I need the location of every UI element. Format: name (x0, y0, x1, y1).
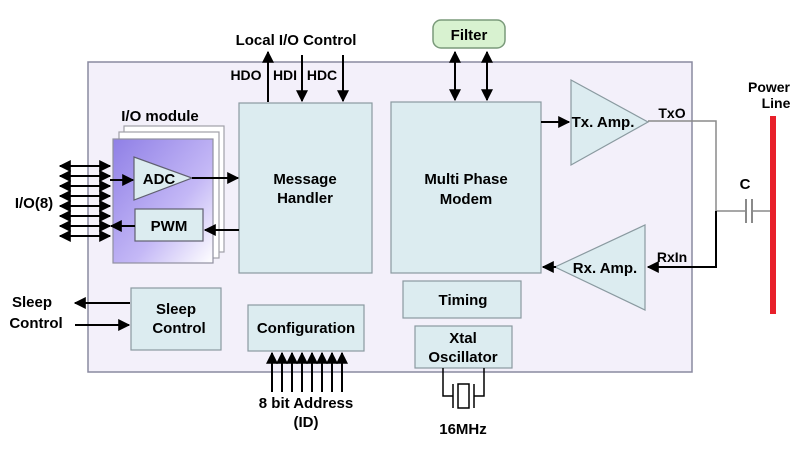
hdi-label: HDI (273, 67, 297, 83)
xtal-label-line1: Xtal (449, 330, 477, 347)
io-module (112, 138, 214, 264)
txo-label: TxO (658, 105, 685, 121)
configuration-label: Configuration (257, 320, 355, 337)
adc-label: ADC (143, 171, 176, 188)
hdc-label: HDC (307, 67, 337, 83)
filter-label: Filter (451, 27, 488, 44)
xtal-oscillator-block (414, 325, 513, 369)
rxin-label: RxIn (657, 249, 687, 265)
modem-label-line2: Modem (440, 191, 493, 208)
filter-box (432, 19, 506, 49)
tx-amp-block (570, 78, 650, 167)
timing-label: Timing (439, 292, 488, 309)
txo-line (648, 120, 746, 212)
sleep-control-label-line2: Control (152, 320, 205, 337)
rx-amp-label: Rx. Amp. (573, 260, 637, 277)
message-handler-label-line1: Message (273, 171, 336, 188)
modem-label-line1: Multi Phase (424, 171, 507, 188)
rx-amp-block (553, 224, 646, 311)
local-io-control-label: Local I/O Control (236, 32, 357, 49)
address-label-line2: (ID) (294, 414, 319, 431)
timing-block (402, 280, 522, 319)
xtal-label-line2: Oscillator (428, 349, 497, 366)
address-bus (266, 351, 348, 392)
sleep-control-ext-label-line1: Sleep (12, 294, 52, 311)
pwm-label: PWM (151, 218, 188, 235)
power-line-label-line1: Power (748, 79, 791, 95)
message-handler-label-line2: Handler (277, 190, 333, 207)
io8-bus (58, 160, 112, 242)
io8-label: I/O(8) (15, 195, 53, 212)
capacitor-label: C (740, 176, 751, 193)
multi-phase-modem-block (390, 101, 542, 274)
crystal-icon (442, 368, 485, 409)
power-line-label-line2: Line (762, 95, 791, 111)
message-handler-block (238, 102, 373, 274)
sleep-control-label-line1: Sleep (156, 301, 196, 318)
configuration-block (247, 304, 365, 352)
rxin-line (646, 211, 717, 273)
tx-amp-label: Tx. Amp. (572, 114, 635, 131)
sleep-control-block (130, 287, 222, 351)
io-module-label: I/O module (121, 108, 199, 125)
hdo-label: HDO (230, 67, 261, 83)
frequency-label: 16MHz (439, 421, 487, 438)
address-label-line1: 8 bit Address (259, 395, 353, 412)
sleep-control-ext-label-line2: Control (9, 315, 62, 332)
